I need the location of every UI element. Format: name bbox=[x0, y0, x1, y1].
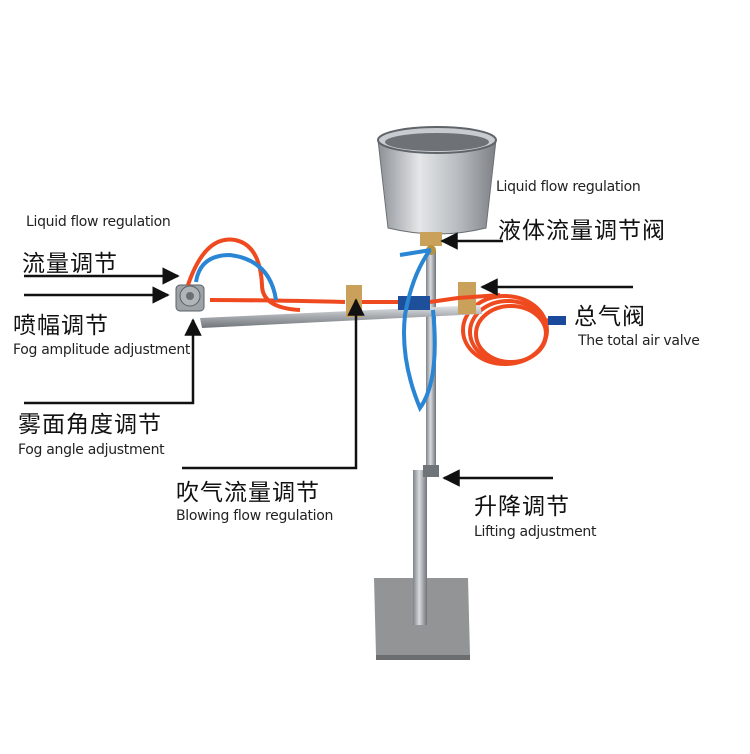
arrow-fog-angle bbox=[24, 318, 202, 405]
label-total-valve-en: The total air valve bbox=[578, 333, 700, 349]
label-fog-angle-cn: 雾面角度调节 bbox=[18, 412, 162, 438]
spray-nozzle bbox=[179, 285, 201, 307]
liquid-cup bbox=[377, 126, 497, 255]
label-fog-amplitude-cn: 喷幅调节 bbox=[13, 313, 109, 339]
hose-fitting bbox=[548, 316, 566, 325]
label-liquid-valve-cn: 液体流量调节阀 bbox=[498, 218, 666, 244]
label-lifting-cn: 升降调节 bbox=[474, 494, 570, 520]
orange-hoses bbox=[186, 237, 501, 312]
label-fog-angle-en: Fog angle adjustment bbox=[18, 442, 165, 458]
label-total-valve-cn: 总气阀 bbox=[574, 304, 646, 330]
label-fog-amplitude-en: Fog amplitude adjustment bbox=[13, 342, 191, 358]
label-flow-adjust-cn: 流量调节 bbox=[22, 251, 118, 277]
label-liquid-flow-left-en: Liquid flow regulation bbox=[26, 214, 171, 230]
label-blowing-flow-en: Blowing flow regulation bbox=[176, 508, 334, 524]
blue-hoses bbox=[194, 248, 437, 413]
label-lifting-en: Lifting adjustment bbox=[474, 524, 597, 540]
label-liquid-flow-right-en: Liquid flow regulation bbox=[496, 179, 641, 195]
manifold-bar bbox=[175, 282, 482, 328]
leader-lines bbox=[24, 232, 633, 487]
arrow-blowing-flow bbox=[182, 298, 365, 470]
label-blowing-flow-cn: 吹气流量调节 bbox=[176, 480, 320, 506]
